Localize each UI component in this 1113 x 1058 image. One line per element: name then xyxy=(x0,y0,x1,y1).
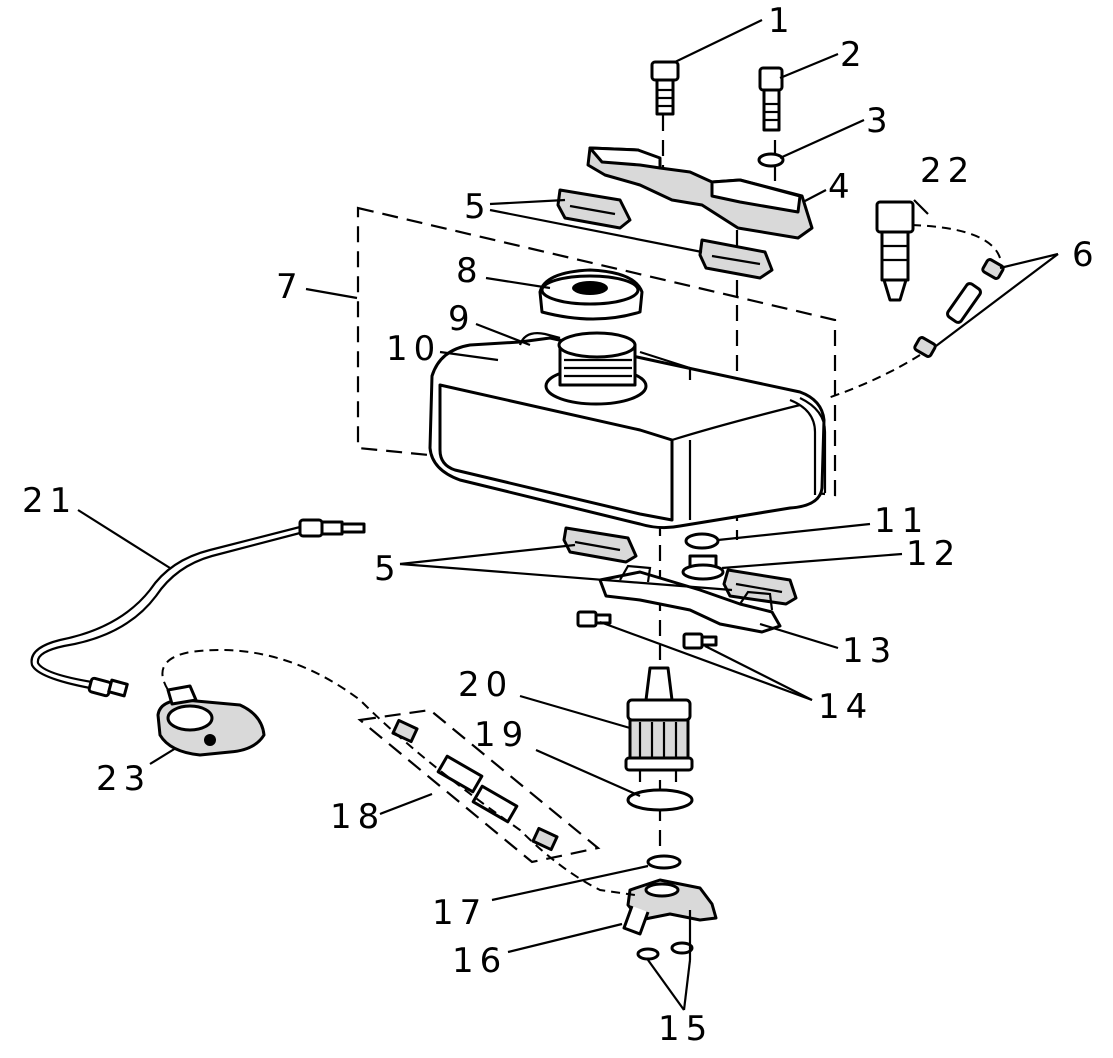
fuel-pump-part-23 xyxy=(156,684,266,757)
callout-7: 7 xyxy=(276,267,304,307)
callout-15: 15 xyxy=(658,1009,713,1049)
callout-16: 16 xyxy=(452,941,507,981)
callout-20: 20 xyxy=(458,665,513,705)
callout-17: 17 xyxy=(432,893,487,933)
callout-5-top: 5 xyxy=(464,187,492,227)
bolt-part-14-right xyxy=(682,632,718,650)
callout-8: 8 xyxy=(456,251,484,291)
gasket-part-11 xyxy=(684,532,720,550)
hose-route-pump xyxy=(161,649,636,896)
callout-14: 14 xyxy=(818,687,873,727)
gasket-plate-part-19 xyxy=(626,788,694,812)
clamp-part-6-upper xyxy=(981,258,1005,280)
callout-3: 3 xyxy=(866,101,894,141)
callout-12: 12 xyxy=(906,534,961,574)
callout-19: 19 xyxy=(474,715,529,755)
callout-5-bottom: 5 xyxy=(374,549,402,589)
washer-part-3 xyxy=(757,152,785,168)
rubber-pad-bottom-right xyxy=(722,568,798,606)
callout-9: 9 xyxy=(448,299,476,339)
fuel-filter-part-20 xyxy=(624,666,694,782)
hose-kit-dashed-box xyxy=(357,708,601,864)
callout-21: 21 xyxy=(22,481,77,521)
hose-route-22 xyxy=(911,224,1001,259)
clamp-part-6-lower xyxy=(913,336,937,358)
callout-2: 2 xyxy=(840,35,868,75)
leader-lines xyxy=(77,19,1059,1011)
bolt-part-1 xyxy=(650,60,680,116)
tank-assembly-dashed-box xyxy=(356,206,837,497)
washer-part-15-right xyxy=(670,941,694,955)
fuel-cap-part-8 xyxy=(538,268,644,321)
rubber-pad-top-right xyxy=(698,238,774,280)
rubber-pad-top-left xyxy=(556,188,632,230)
callout-1: 1 xyxy=(768,1,796,41)
hose-part-6 xyxy=(946,282,982,324)
stud-part-2 xyxy=(758,66,784,132)
rubber-pad-bottom-left xyxy=(562,526,638,564)
fitting-part-22 xyxy=(875,200,915,302)
callout-23: 23 xyxy=(96,759,151,799)
callout-11: 11 xyxy=(874,501,929,541)
washer-part-15-left xyxy=(636,947,660,961)
fuel-pipe-part-21 xyxy=(30,518,366,698)
hose-route-tank xyxy=(827,354,921,399)
callout-22: 22 xyxy=(920,151,975,191)
hose-kit-part-18 xyxy=(391,718,559,852)
callout-13: 13 xyxy=(842,631,897,671)
fitting-part-12 xyxy=(681,554,725,581)
o-ring-part-17 xyxy=(646,854,682,870)
fuel-tank-part-10 xyxy=(428,331,827,530)
callout-10: 10 xyxy=(386,329,441,369)
callout-6: 6 xyxy=(1072,235,1100,275)
fuel-cock-part-16 xyxy=(622,878,718,936)
callout-18: 18 xyxy=(330,797,385,837)
callout-4: 4 xyxy=(828,167,856,207)
top-bracket-part-4 xyxy=(586,146,814,240)
